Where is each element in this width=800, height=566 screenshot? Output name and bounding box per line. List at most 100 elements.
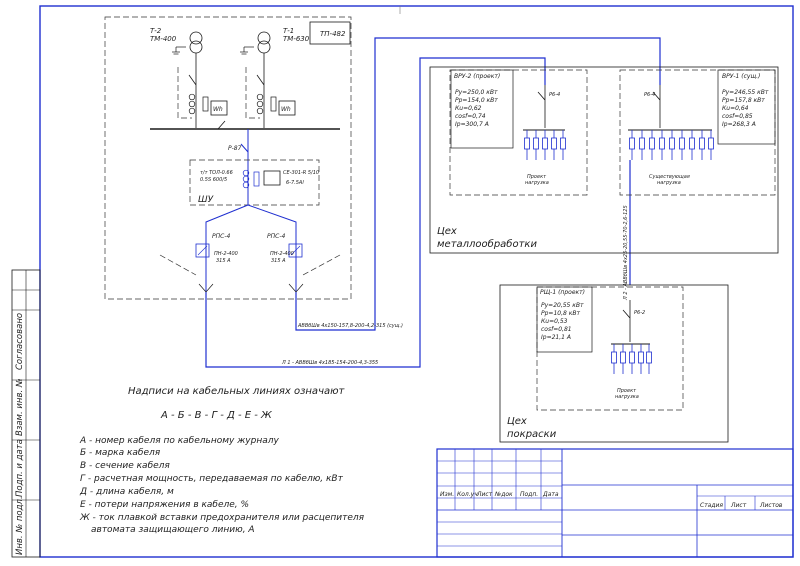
- legend-line-2: В - сечение кабеля: [80, 461, 170, 471]
- legend-line-7: автомата защищающего линию, А: [91, 525, 255, 535]
- vru2-p0: Ру=250,0 кВт: [455, 89, 498, 96]
- vru1-p1: Рр=157,8 кВт: [722, 97, 765, 104]
- feeder-ct-left: Wh: [188, 93, 228, 116]
- paint-title-2: покраски: [507, 429, 557, 440]
- vru1-switch: Р6-4: [644, 92, 655, 98]
- vru2-p3: cosf=0,74: [455, 113, 486, 120]
- rsh1-fuse: [620, 351, 626, 364]
- legend-line-0: А - номер кабеля по кабельному журналу: [79, 436, 279, 446]
- vru2-fuse: [560, 137, 566, 150]
- stamp-replace-inv: Взам. инв. №: [15, 378, 25, 436]
- legend-line-6: Ж - ток плавкой вставки предохранителя и…: [79, 513, 365, 523]
- legend-line-3: Г - расчетная мощность, передаваемая по …: [80, 474, 344, 484]
- tb-sheets: Листов: [759, 502, 783, 509]
- rsh1-fuse: [611, 351, 617, 364]
- vru1-fuse: [649, 137, 655, 150]
- vru1-p2: Кu=0,64: [722, 105, 749, 112]
- meter-right: Wh: [281, 106, 291, 113]
- vru1-fuse: [669, 137, 675, 150]
- metal-title-1: Цех: [437, 226, 457, 237]
- feeder-ct-right: Wh: [256, 93, 296, 116]
- vru1-fuse: [689, 137, 695, 150]
- vru1-load-1: Существующая: [649, 174, 690, 180]
- rsh1-p1: Рр=10,8 кВт: [541, 310, 580, 317]
- t1-id: Т-1: [283, 27, 294, 35]
- vru2-fuse: [542, 137, 548, 150]
- rsh1-title: РЩ-1 (проект): [540, 289, 585, 296]
- tb-col-date: Дата: [542, 491, 559, 498]
- vru2-fuse: [551, 137, 557, 150]
- vru2-load-2: нагрузка: [525, 180, 549, 186]
- rsh1-fuse: [646, 351, 652, 364]
- vru1-p3: cosf=0,85: [722, 113, 753, 120]
- t2-type: ТМ-400: [150, 35, 177, 43]
- vru2-p4: Iр=300,7 А: [455, 121, 489, 128]
- side-stamp: Согласовано Взам. инв. № Подп. и дата Ин…: [11, 269, 41, 558]
- rps-left-fuse: ПН-2-400: [214, 251, 238, 257]
- vru2-switch: Р6-4: [549, 92, 560, 98]
- rsh1-p4: Iр=21,1 А: [541, 334, 571, 341]
- vru1-title: ВРУ-1 (сущ.): [722, 73, 760, 80]
- t1-type: ТМ-630: [283, 35, 310, 43]
- rsh1-fuse: [638, 351, 644, 364]
- vru1-fuse: [679, 137, 685, 150]
- stamp-agreed: Согласовано: [15, 313, 25, 370]
- legend-line-1: Б - марка кабеля: [80, 448, 161, 458]
- panel-label: ШУ: [198, 195, 214, 205]
- workshop-paint: Цех покраски РЩ-1 (проект) Ру=20,55 кВт …: [499, 284, 729, 443]
- transformer-t2: Т-2 ТМ-400: [150, 27, 203, 55]
- ct-left-line1: т/т ТОЛ-0.66: [200, 170, 233, 176]
- vru1-fuse: [639, 137, 645, 150]
- rsh1-p0: Ру=20,55 кВт: [541, 302, 584, 309]
- vru1-p4: Iр=268,3 А: [722, 121, 756, 128]
- tb-col-sign: Подп.: [520, 491, 538, 498]
- legend-line-5: Е - потери напряжения в кабеле, %: [80, 500, 249, 510]
- vru2-load-1: Проект: [527, 174, 547, 180]
- vru2-p2: Кu=0,62: [455, 105, 482, 112]
- rps-right: РПС-4 ПН-2-400 315 А: [267, 233, 304, 293]
- substation-tp482: ТП-482 Т-2 ТМ-400 Т-1 ТМ-630: [104, 16, 352, 300]
- rsh1-p2: Кu=0,53: [541, 318, 568, 325]
- vru1-p0: Ру=246,55 кВт: [722, 89, 769, 96]
- paint-title-1: Цех: [507, 416, 527, 427]
- title-block: Изм. Кол.уч Лист №док Подп. Дата Стадия …: [436, 448, 794, 558]
- vru1-load-2: нагрузка: [657, 180, 681, 186]
- tb-col-count: Кол.уч: [457, 491, 478, 498]
- rps-right-current: 315 А: [271, 258, 286, 264]
- meter-left: Wh: [213, 106, 223, 113]
- rps-right-name: РПС-4: [267, 233, 285, 240]
- cable-line1-label: Л 1 - АВВбШв 4х185-154-200-4,3-355: [281, 360, 378, 366]
- stamp-sign-date: Подп. и дата: [15, 439, 25, 497]
- vru2-title: ВРУ-2 (проект): [454, 73, 500, 80]
- rps-left-current: 315 А: [216, 258, 231, 264]
- substation-label: ТП-482: [320, 30, 346, 38]
- tb-col-sheet: Лист: [476, 491, 493, 498]
- tb-col-change: Изм.: [440, 491, 454, 498]
- vru1-fuse: [629, 137, 635, 150]
- rsh1-load-2: нагрузка: [615, 394, 639, 400]
- workshop-metal: Цех металлообработки ВРУ-2 (проект) Ру=2…: [429, 66, 779, 254]
- vru1-fuse: [659, 137, 665, 150]
- ct-right-line1: СЕ-301-R 5/10: [283, 170, 319, 176]
- ct-left-line2: 0.5S 600/5: [200, 177, 227, 183]
- rps-right-fuse: ПН-2-400: [270, 251, 294, 257]
- t2-id: Т-2: [150, 27, 162, 35]
- rsh1-fuse: [629, 351, 635, 364]
- rsh1-p3: cosf=0,81: [541, 326, 572, 333]
- feeder-switch-label: Р-87: [228, 145, 242, 152]
- metal-title-2: металлообработки: [437, 238, 537, 250]
- tb-col-doc: №док: [494, 491, 513, 498]
- tb-stage: Стадия: [700, 502, 723, 509]
- vru1-fuse: [699, 137, 705, 150]
- cable-vru1-label: АВВбШв 4х150-157,8-200-4,2-315 (сущ.): [297, 323, 403, 329]
- rsh1-switch: Р6-2: [634, 310, 645, 316]
- vru2-fuse: [533, 137, 539, 150]
- rps-left: РПС-4 ПН-2-400 315 А: [195, 233, 238, 293]
- vru1-fuse: [708, 137, 714, 150]
- stamp-inv-number: Инв. № подл.: [15, 496, 25, 555]
- rsh1-load-1: Проект: [617, 388, 637, 394]
- rps-left-name: РПС-4: [212, 233, 230, 240]
- legend-formula: А - Б - В - Г - Д - Е - Ж: [160, 410, 273, 421]
- tb-sheet: Лист: [730, 502, 747, 509]
